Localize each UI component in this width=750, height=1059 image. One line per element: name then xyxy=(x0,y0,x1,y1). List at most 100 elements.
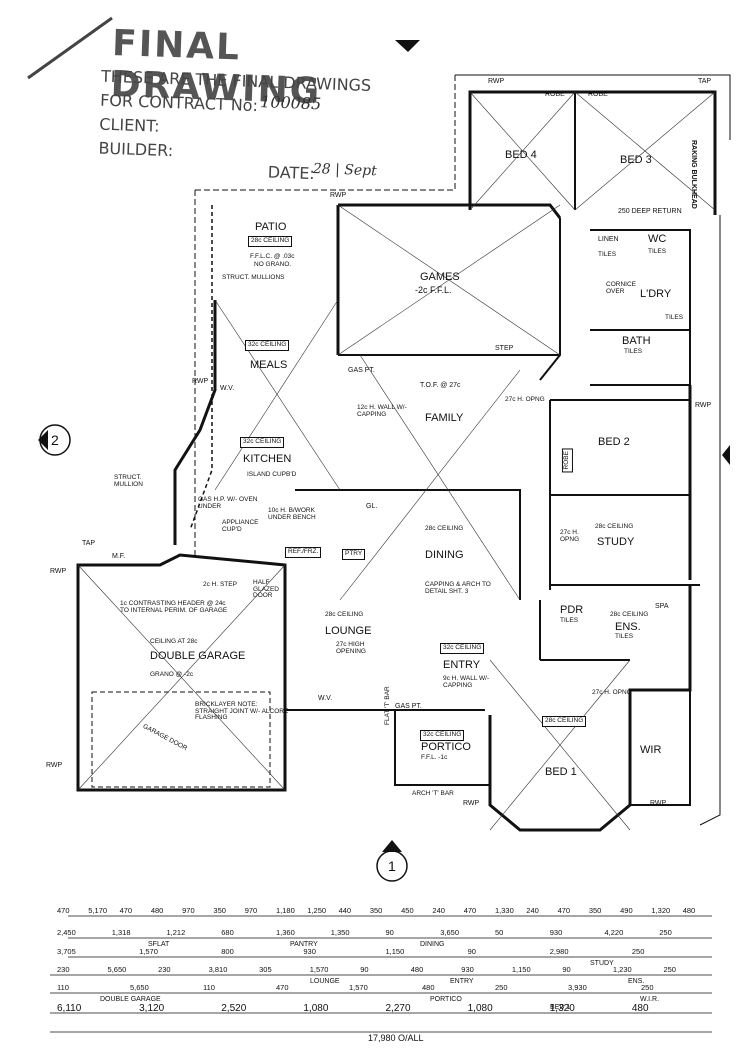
dim-label-double-garage: DOUBLE GARAGE xyxy=(100,996,161,1003)
dimension-value: 2,980 xyxy=(549,947,569,956)
dining-ceiling: 28c CEILING xyxy=(425,525,464,532)
room-bed-2: BED 2 xyxy=(598,436,630,448)
dimension-value: 1,230 xyxy=(612,965,632,974)
ref-freezer: REF./FRZ. xyxy=(285,547,322,558)
dim-label-sflat: SFLAT xyxy=(148,941,170,948)
dimension-value: 930 xyxy=(549,928,563,937)
room-laundry: L'DRY xyxy=(640,288,672,300)
dimension-value: 1,180 xyxy=(276,906,295,915)
dimension-value: 1,150 xyxy=(385,947,405,956)
dimension-value: 1,360 xyxy=(276,928,295,937)
dimension-value: 490 xyxy=(620,906,633,915)
pdr-tiles: TILES xyxy=(560,617,579,624)
patio-ffl: F.F.L.C. @ .03c xyxy=(250,253,295,260)
linen-label: LINEN xyxy=(598,236,619,243)
wall-bedroom-wing xyxy=(468,90,717,215)
games-ffl: -2c F.F.L. xyxy=(415,285,452,295)
room-meals: MEALS xyxy=(250,359,288,371)
room-ens: ENS. xyxy=(615,621,641,633)
mf-label: M.F. xyxy=(112,553,126,560)
dimension-value: 470 xyxy=(557,906,571,915)
dimension-value: 250 xyxy=(659,928,672,937)
flat-t-bar: FLAT 'T' BAR xyxy=(384,686,391,725)
kitchen-ceiling: 32c CEILING xyxy=(240,437,285,448)
dimension-value: 90 xyxy=(562,965,571,974)
contrasting-header: 1c CONTRASTING HEADER @ 24c TO INTERNAL … xyxy=(120,600,228,614)
garage-door-outline xyxy=(91,691,271,788)
dimension-value: 970 xyxy=(182,906,195,915)
dimension-value: 480 xyxy=(422,983,435,992)
wv-front: W.V. xyxy=(318,695,333,702)
dimension-value: 480 xyxy=(631,1003,649,1014)
capping-arch-note: CAPPING & ARCH TO DETAIL SHT. 3 xyxy=(425,581,491,595)
tap-top: TAP xyxy=(698,78,712,85)
dimension-value: 6,110 xyxy=(57,1003,82,1014)
dimension-value: 1,330 xyxy=(495,906,514,915)
dimension-value: 1,570 xyxy=(349,983,368,992)
island-cupboard: ISLAND CUPB'D xyxy=(247,471,297,478)
study-opening: 27c H. OPNG xyxy=(560,529,580,543)
dimension-value: 240 xyxy=(432,906,445,915)
dimension-value: 90 xyxy=(385,928,394,937)
dimension-value: 480 xyxy=(150,906,164,915)
dimension-value: 3,705 xyxy=(57,947,76,956)
opening-27c: 27c H. OPNG xyxy=(505,396,545,403)
dim-label-entry: ENTRY xyxy=(450,978,474,985)
tof-note: T.O.F. @ 27c xyxy=(420,382,461,389)
dimension-value: 680 xyxy=(221,928,234,937)
gas-hotplate: GAS H.P. W/- OVEN UNDER xyxy=(198,496,258,510)
dimension-value: 1,250 xyxy=(307,906,327,915)
dimension-value: 930 xyxy=(461,965,474,974)
ens-ceiling: 28c CEILING xyxy=(610,611,649,618)
patio-ceiling: 28c CEILING xyxy=(248,236,293,247)
rwp-garage-top: RWP xyxy=(50,568,67,575)
room-lounge: LOUNGE xyxy=(325,625,372,637)
high-opening: 27c HIGH OPENING xyxy=(336,641,366,655)
bed-1-ceiling: 28c CEILING xyxy=(542,716,587,727)
room-wc: WC xyxy=(648,233,667,245)
elevation-1-number: 1 xyxy=(388,858,396,874)
dim-label-pantry: PANTRY xyxy=(290,941,318,948)
bath-tiles: TILES xyxy=(624,348,643,355)
dimension-value: 5,650 xyxy=(130,983,149,992)
dimension-value: 470 xyxy=(276,983,289,992)
rwp-right: RWP xyxy=(695,402,712,409)
dimension-value: 480 xyxy=(410,965,424,974)
dimension-value: 450 xyxy=(401,906,414,915)
garage-step: 2c H. STEP xyxy=(203,581,237,588)
dimension-value: 90 xyxy=(467,947,476,956)
dimension-value: 930 xyxy=(303,947,316,956)
portico-ffl: F.F.L. -1c xyxy=(421,754,448,761)
raking-bulkhead: RAKING BULKHEAD xyxy=(690,140,697,209)
dimension-value: 1,080 xyxy=(303,1003,329,1014)
room-study: STUDY xyxy=(597,536,635,548)
dim-label-bed-1: BED 1 xyxy=(550,1004,571,1011)
dim-label-lounge: LOUNGE xyxy=(310,978,340,985)
dimension-value: 1,320 xyxy=(651,906,671,915)
wir-opening: 27c H. OPNG xyxy=(592,689,632,696)
dimension-value: 1,212 xyxy=(166,928,186,937)
benchwork-note: 10c H. B/WORK UNDER BENCH xyxy=(268,507,316,521)
entry-ceiling: 32c CEILING xyxy=(440,643,485,654)
gas-point-entry: GAS PT. xyxy=(395,703,422,710)
meals-ceiling: 32c CEILING xyxy=(245,340,290,351)
dimension-value: 1,570 xyxy=(309,965,329,974)
dimension-value: 3,810 xyxy=(208,965,228,974)
cornice-over: CORNICE OVER xyxy=(606,281,636,295)
gl-label: GL. xyxy=(366,503,378,510)
dimension-value: 110 xyxy=(57,983,69,992)
study-ceiling: 28c CEILING xyxy=(595,523,634,530)
dimension-value: 305 xyxy=(259,965,272,974)
wall-games-top xyxy=(338,203,562,219)
room-bath: BATH xyxy=(622,335,651,347)
dimension-value: 2,270 xyxy=(385,1003,411,1014)
dimension-value: 50 xyxy=(495,928,504,937)
dim-label-portico: PORTICO xyxy=(430,996,462,1003)
dimension-value: 2,450 xyxy=(57,928,76,937)
top-marker xyxy=(395,40,420,52)
rwp-top: RWP xyxy=(488,78,505,85)
dim-label-wir: W.I.R. xyxy=(640,996,660,1003)
appliance-cupboard: APPLIANCE CUP'D xyxy=(222,519,259,533)
spa-label: SPA xyxy=(655,603,669,610)
room-entry: ENTRY xyxy=(443,659,481,671)
